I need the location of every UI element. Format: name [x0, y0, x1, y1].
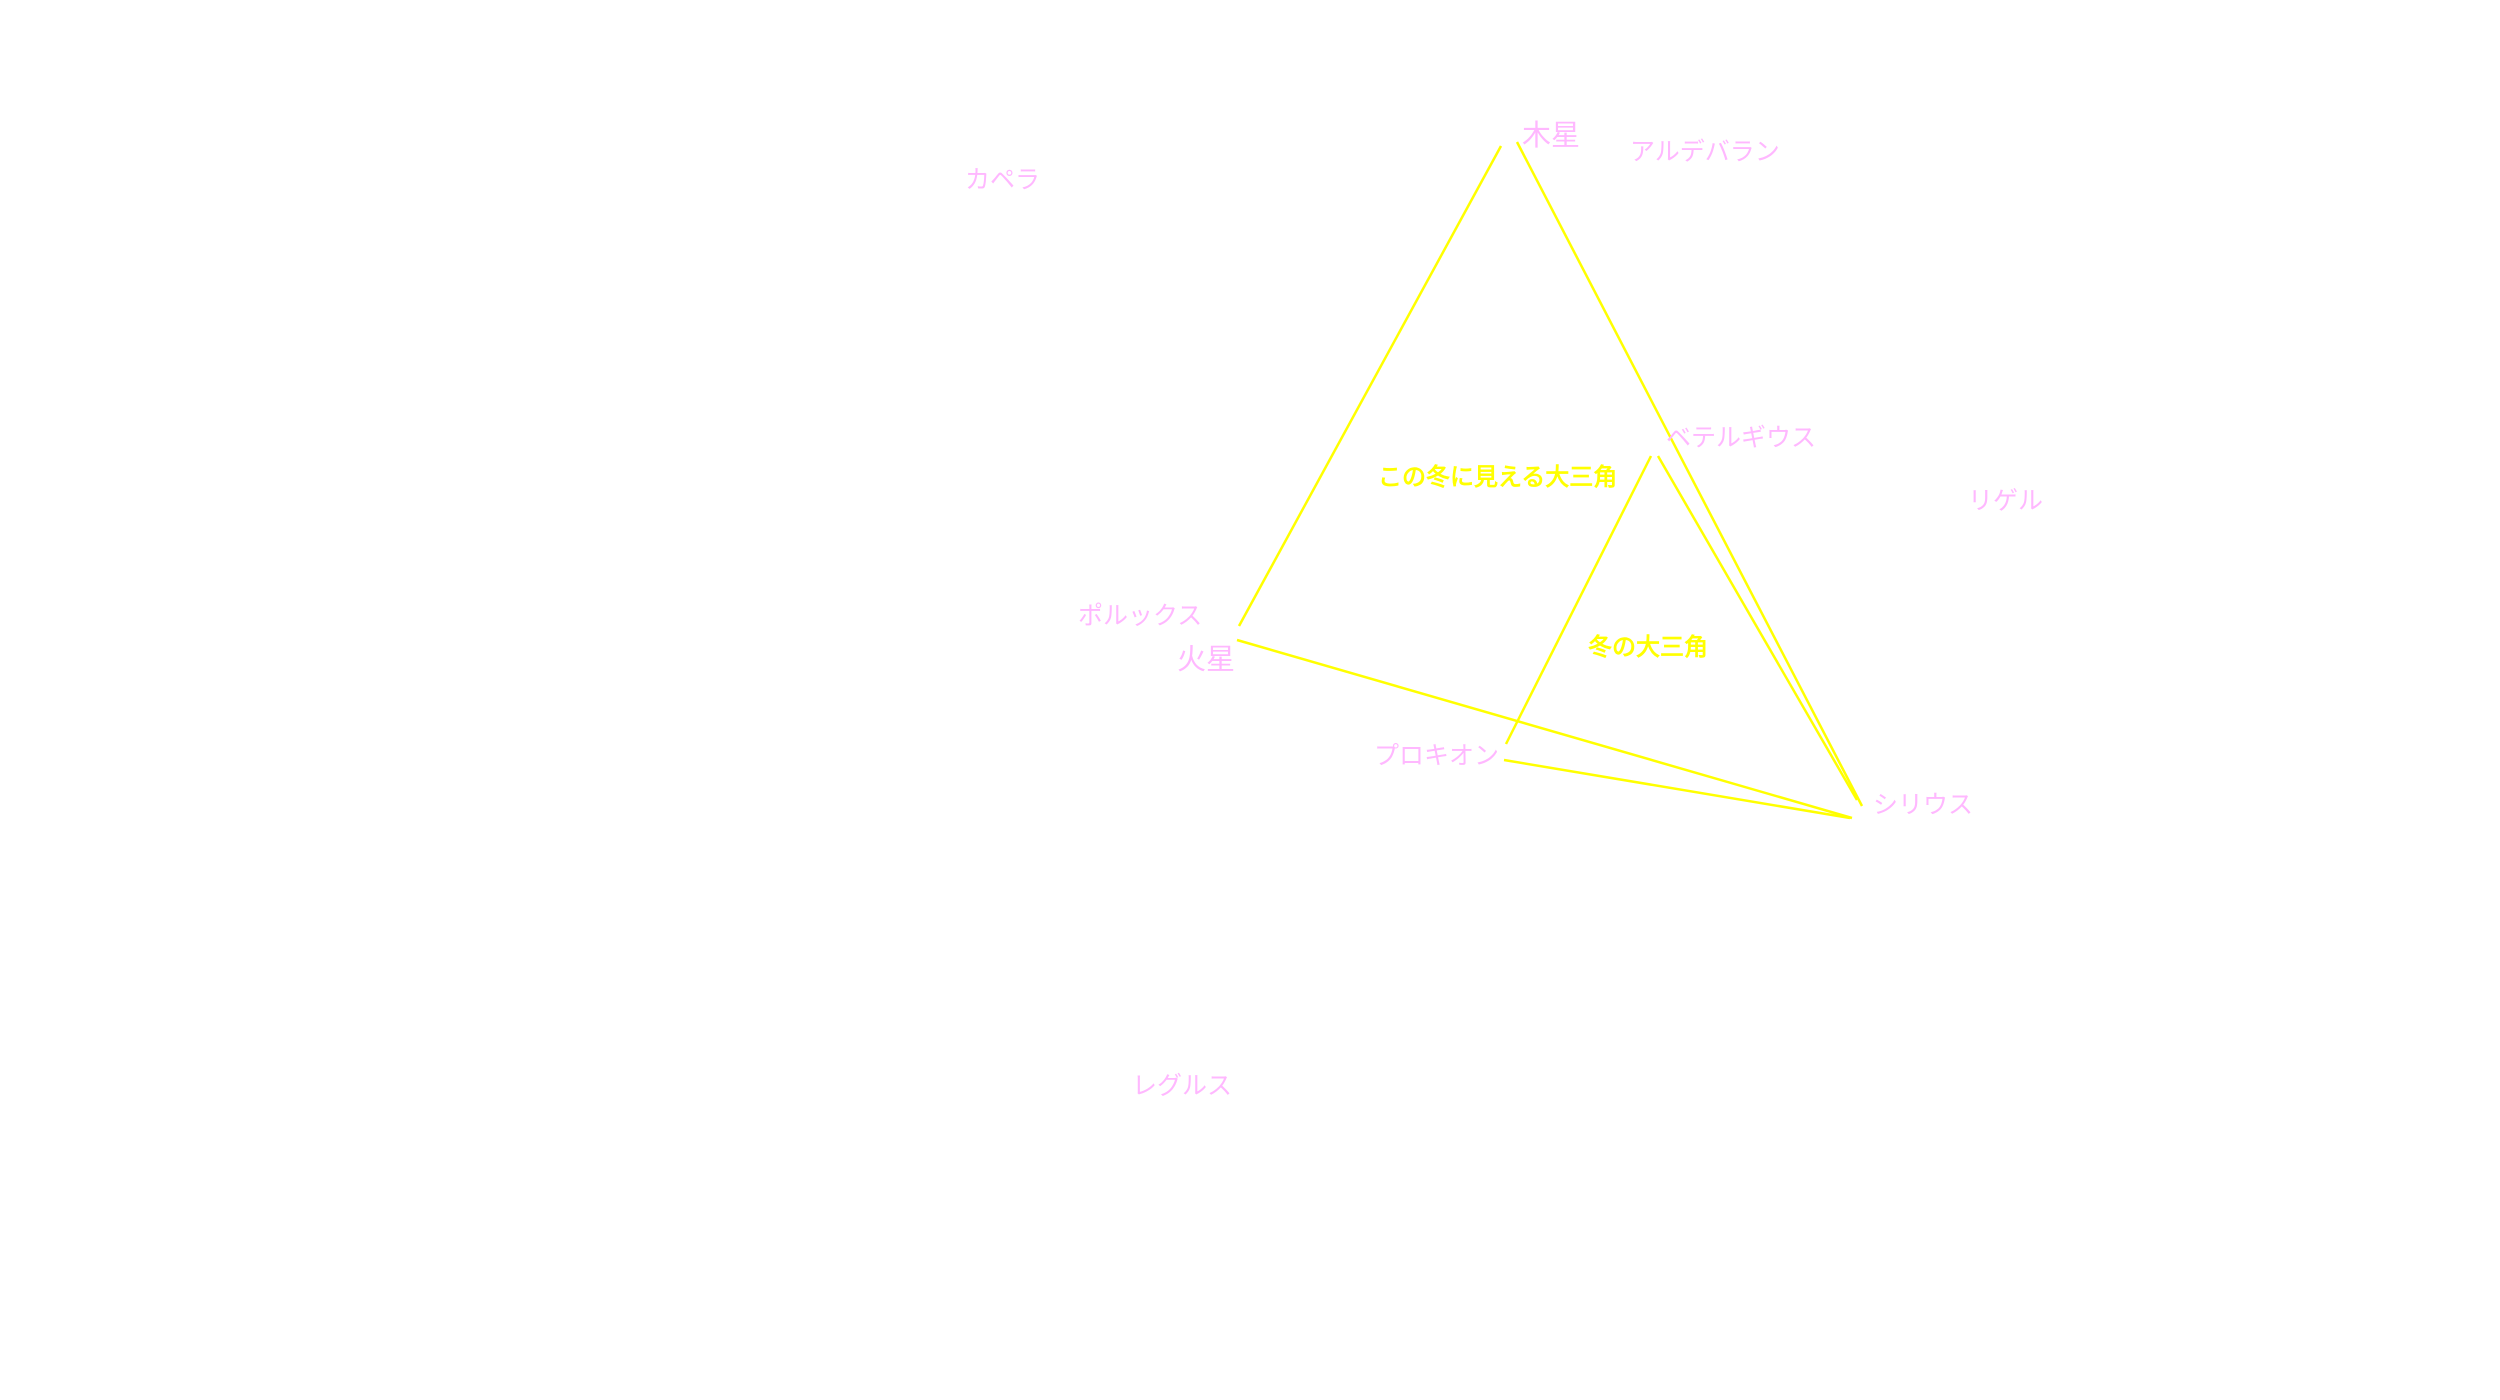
procyon-label: プロキオン	[1374, 741, 1499, 770]
jupiter-sirius-line	[1515, 141, 1864, 807]
this-winter-triangle-lines	[1236, 141, 1864, 820]
regulus-label: レグルス	[1132, 1071, 1232, 1100]
betelgeuse-procyon-line	[1504, 455, 1653, 745]
rigel-label: リゲル	[1968, 486, 2043, 515]
procyon-sirius-line	[1503, 758, 1851, 820]
winter-triangle-label: 冬の大三角	[1588, 633, 1708, 661]
sirius-label: シリウス	[1873, 790, 1973, 819]
winter-triangle-lines	[1503, 455, 1859, 820]
this-winter-triangle-label: この冬に見える大三角	[1378, 463, 1617, 491]
jupiter-label: 木星	[1522, 118, 1580, 152]
betelgeuse-sirius-line	[1656, 455, 1859, 801]
jupiter-mars-line	[1237, 145, 1503, 627]
mars-sirius-line	[1236, 638, 1853, 820]
capella-label: カペラ	[965, 165, 1040, 194]
mars-label: 火星	[1177, 642, 1235, 676]
aldebaran-label: アルデバラン	[1630, 137, 1780, 166]
pollux-label: ポルックス	[1078, 601, 1202, 630]
betelgeuse-label: ベテルギウス	[1666, 423, 1816, 452]
